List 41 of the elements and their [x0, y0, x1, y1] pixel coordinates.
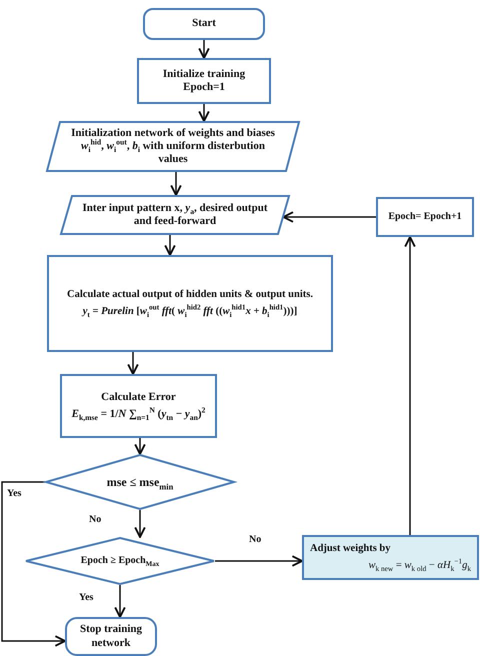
arrow — [404, 236, 416, 535]
process-box — [302, 535, 479, 580]
decision-diamond — [25, 537, 215, 585]
edge-label: No — [88, 514, 102, 525]
arrow — [282, 211, 376, 223]
arrow — [114, 585, 126, 618]
node-text: Calculate actual output of hidden units & output units. — [67, 288, 313, 302]
arrow — [215, 555, 303, 567]
arrow — [198, 104, 210, 122]
node-text: Inter input pattern x, y$_{a}$, desired output and feed-forward — [82, 202, 268, 228]
input-parallelogram — [46, 121, 300, 172]
formula-text: y$_{t}$ = Purelin [w$_{i}$$^{out}$ fft( w$_{i}$$^{hid2}$ fft ((w$_{i}$$^{hid1}$x + b$_{i}$$^{hid1}$)))] — [82, 306, 298, 318]
process-box — [137, 58, 271, 104]
arrow — [1, 481, 66, 647]
process-box — [376, 197, 474, 237]
decision-diamond — [45, 454, 235, 510]
arrow — [170, 172, 182, 196]
terminal-box — [65, 617, 157, 656]
process-box — [47, 255, 333, 352]
node-text: Start — [192, 17, 216, 31]
node-text: Stop training network — [78, 623, 144, 650]
edge-label: No — [248, 534, 262, 545]
edge-label: Yes — [6, 488, 22, 499]
node-text: Adjust weights by — [310, 542, 391, 556]
arrow — [134, 438, 146, 455]
arrow — [198, 40, 210, 59]
input-parallelogram — [60, 195, 290, 235]
node-text: Epoch= Epoch+1 — [388, 211, 462, 223]
formula-text: w$_{k new}$ = w$_{k old}$ − αH$_{k}$$^{−1}$g$_{k}$ — [368, 560, 471, 572]
formula-text: E$_{k,mse}$ = 1/N ∑$_{n=1}$$^{N}$ (y$_{tn}$ − y$_{an}$)$^{2}$ — [72, 408, 206, 422]
node-text: mse ≤ mse$_{min}$ — [106, 474, 174, 490]
arrow — [164, 235, 176, 256]
arrow — [134, 510, 146, 538]
node-text: Calculate Error — [101, 390, 176, 404]
node-text: Epoch ≥ Epoch$_{Max}$ — [80, 555, 160, 567]
process-box — [60, 374, 217, 438]
edge-label: Yes — [78, 592, 94, 603]
terminal-box — [143, 8, 265, 40]
arrow — [127, 352, 139, 375]
node-text: Initialize training Epoch=1 — [162, 68, 246, 94]
node-text: Initialization network of weights and biases w$_{i}$$^{hid}$, w$_{i}$$^{out}$, b$_{i}$ with uniform disterbution values — [70, 126, 276, 166]
